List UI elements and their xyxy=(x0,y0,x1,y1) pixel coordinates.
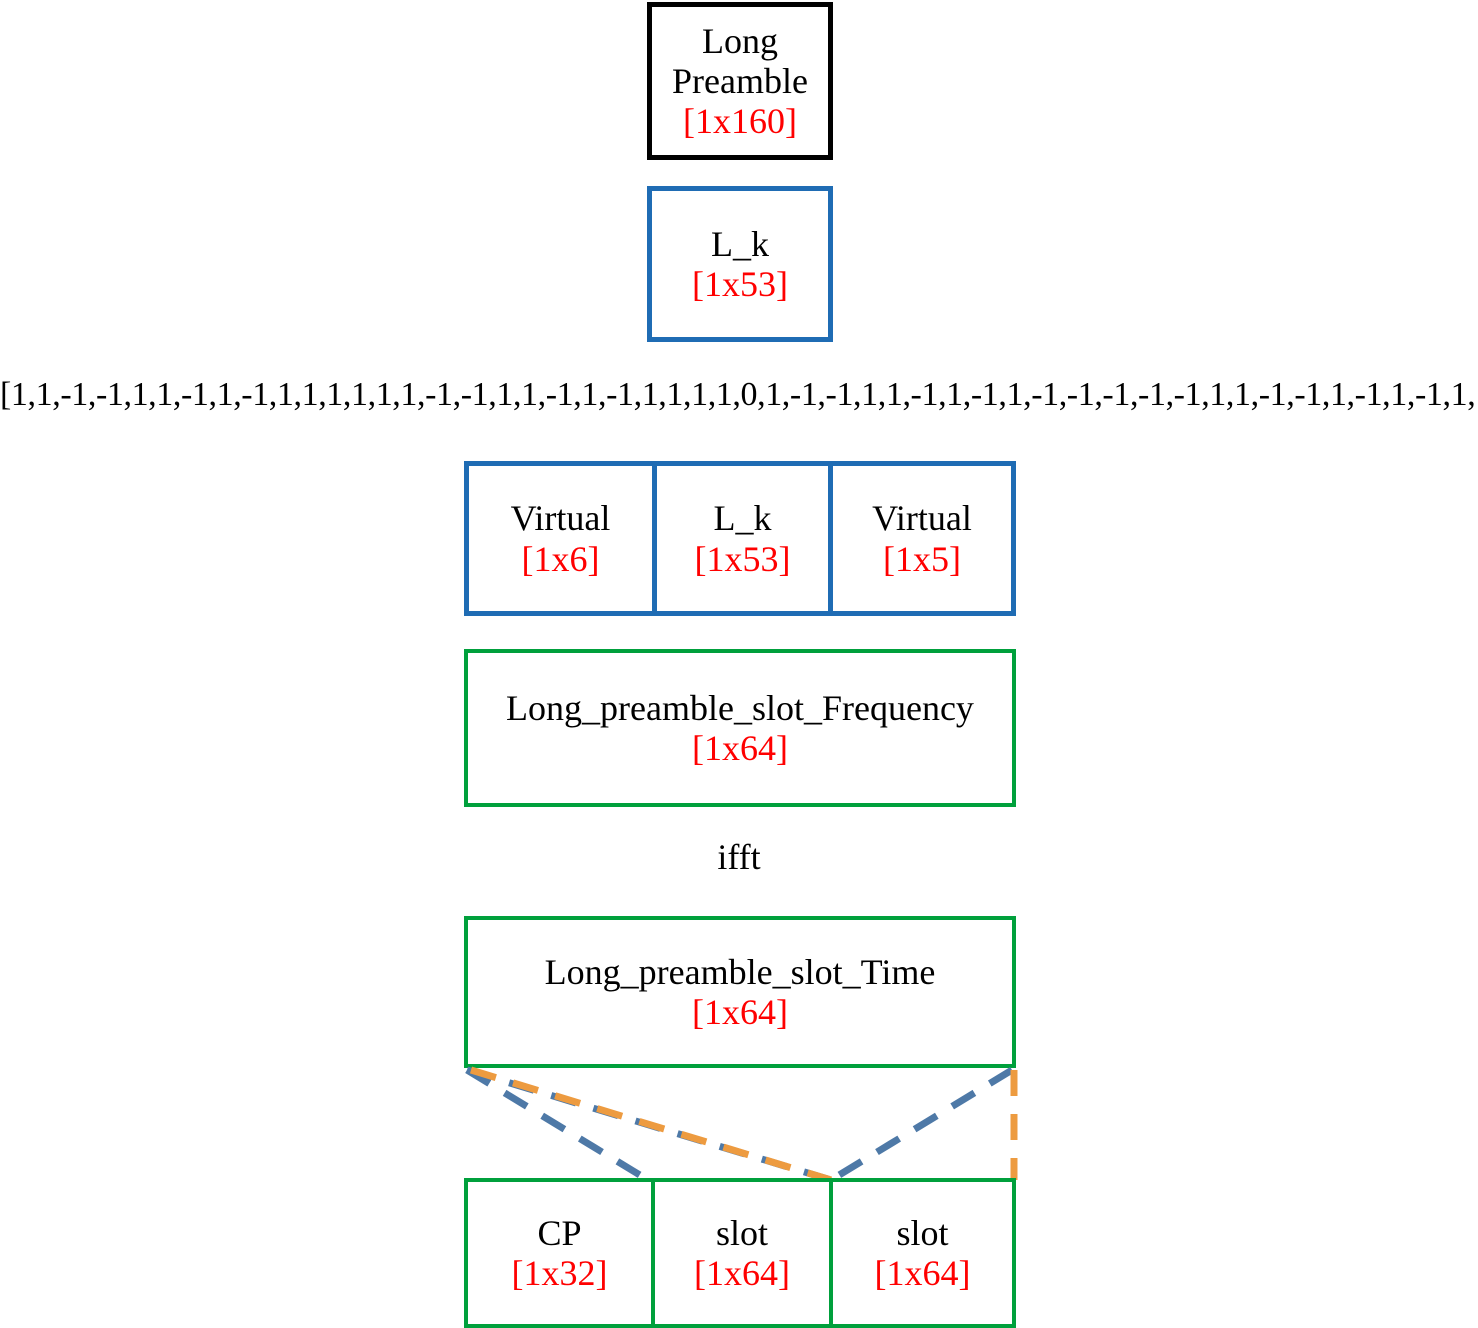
segment-l-k-label: L_k xyxy=(713,498,772,539)
segment-slot-1-dim: [1x64] xyxy=(694,1253,790,1293)
block-long-preamble-label-line2: Preamble xyxy=(672,60,808,101)
segment-virtual-left-label: Virtual xyxy=(510,498,611,539)
block-long-preamble-slot-time: Long_preamble_slot_Time [1x64] xyxy=(464,916,1016,1068)
block-l-k-dim: [1x53] xyxy=(692,264,788,304)
segment-slot-2-label: slot xyxy=(896,1212,949,1253)
segment-slot-2: slot [1x64] xyxy=(829,1182,1012,1324)
segment-slot-1-label: slot xyxy=(715,1212,768,1253)
time-domain-symbol-row: CP [1x32] slot [1x64] slot [1x64] xyxy=(464,1178,1016,1328)
segment-l-k-dim: [1x53] xyxy=(694,538,791,579)
block-long-preamble-slot-frequency-dim: [1x64] xyxy=(692,728,788,768)
subcarrier-mapping-row: Virtual [1x6] L_k [1x53] Virtual [1x5] xyxy=(464,461,1016,616)
block-long-preamble-slot-frequency-label: Long_preamble_slot_Frequency xyxy=(506,687,974,728)
block-long-preamble-dim: [1x160] xyxy=(683,101,797,142)
connector-blue-mid xyxy=(465,1066,833,1184)
block-long-preamble-slot-time-dim: [1x64] xyxy=(692,992,788,1032)
connector-blue-right xyxy=(829,1067,1014,1183)
segment-virtual-left: Virtual [1x6] xyxy=(469,466,652,611)
segment-cp-label: CP xyxy=(537,1212,582,1253)
block-long-preamble: Long Preamble [1x160] xyxy=(647,2,833,160)
connector-orange-diagonal xyxy=(469,1066,833,1184)
segment-slot-2-dim: [1x64] xyxy=(874,1253,971,1293)
block-long-preamble-slot-time-label: Long_preamble_slot_Time xyxy=(544,951,936,992)
connector-blue-left xyxy=(465,1067,650,1183)
segment-virtual-left-dim: [1x6] xyxy=(521,538,600,579)
segment-virtual-right-dim: [1x5] xyxy=(883,538,961,579)
block-long-preamble-slot-frequency: Long_preamble_slot_Frequency [1x64] xyxy=(464,649,1016,807)
l-k-vector-text: [1,1,-1,-1,1,1,-1,1,-1,1,1,1,1,1,1,-1,-1… xyxy=(0,376,1478,413)
segment-slot-1: slot [1x64] xyxy=(651,1182,829,1324)
ifft-label: ifft xyxy=(717,837,761,877)
block-l-k: L_k [1x53] xyxy=(647,186,833,342)
block-l-k-label: L_k xyxy=(711,223,769,264)
segment-virtual-right-label: Virtual xyxy=(872,498,972,539)
segment-l-k: L_k [1x53] xyxy=(652,466,828,611)
segment-cp: CP [1x32] xyxy=(468,1182,651,1324)
segment-cp-dim: [1x32] xyxy=(511,1253,608,1293)
segment-virtual-right: Virtual [1x5] xyxy=(828,466,1011,611)
block-long-preamble-label-line1: Long xyxy=(702,20,778,61)
